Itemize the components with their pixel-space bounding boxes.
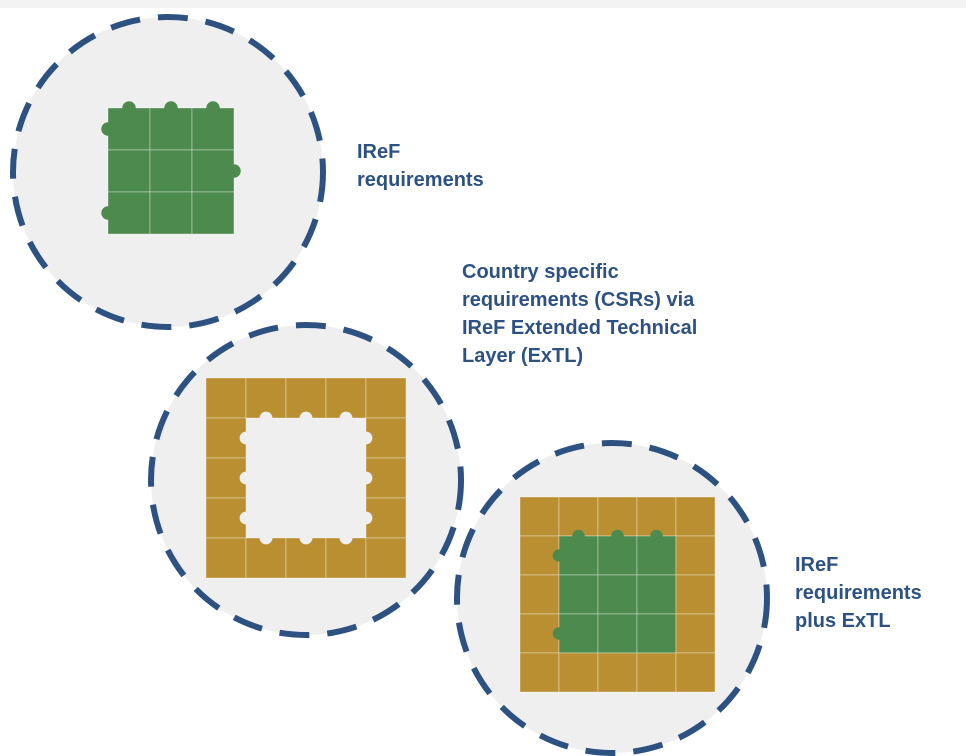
- puzzle-knob: [299, 411, 313, 425]
- puzzle-knob: [101, 206, 115, 220]
- gold-puzzle-piece: [205, 377, 247, 419]
- gold-puzzle-frame: [205, 377, 407, 579]
- gold-puzzle-piece: [205, 537, 247, 579]
- gold-puzzle-piece: [675, 613, 716, 654]
- green-puzzle-piece: [149, 149, 193, 193]
- puzzle-knob: [227, 164, 241, 178]
- green-puzzle-piece: [636, 574, 677, 615]
- gold-puzzle-piece: [519, 613, 560, 654]
- iref-requirements-label: IReF requirements: [357, 141, 484, 191]
- gold-puzzle-piece: [675, 574, 716, 615]
- green-puzzle-piece: [558, 613, 599, 654]
- puzzle-knob: [239, 431, 253, 445]
- csr-circle: [148, 322, 464, 638]
- green-puzzle-piece: [191, 107, 235, 151]
- puzzle-knob: [164, 101, 178, 115]
- green-puzzle-piece: [149, 191, 193, 235]
- puzzle-knob: [359, 431, 373, 445]
- puzzle-knob: [259, 531, 273, 545]
- puzzle-knob: [339, 531, 353, 545]
- green-puzzle-piece: [107, 149, 151, 193]
- green-puzzle-piece: [558, 574, 599, 615]
- puzzle-knob: [101, 122, 115, 136]
- gold-puzzle-piece: [636, 496, 677, 537]
- puzzle-knob: [650, 529, 663, 543]
- green-puzzle-piece: [597, 574, 638, 615]
- top-band: [0, 0, 966, 8]
- puzzle-knob: [206, 101, 220, 115]
- gold-puzzle-piece: [597, 496, 638, 537]
- puzzle-knob: [239, 471, 253, 485]
- gold-puzzle-piece: [558, 652, 599, 693]
- gold-puzzle-piece: [285, 377, 327, 419]
- puzzle-knob: [259, 411, 273, 425]
- gold-puzzle-piece: [365, 537, 407, 579]
- puzzle-knob: [552, 549, 566, 562]
- puzzle-knob: [299, 531, 313, 545]
- gold-puzzle-piece: [519, 496, 560, 537]
- green-puzzle-grid: [101, 101, 241, 235]
- gold-puzzle-piece: [597, 652, 638, 693]
- green-puzzle-piece: [636, 613, 677, 654]
- gold-puzzle-piece: [675, 652, 716, 693]
- iref-plus-extl-label: IReF requirements plus ExTL: [795, 554, 922, 632]
- puzzle-knob: [339, 411, 353, 425]
- green-puzzle-piece: [107, 191, 151, 235]
- csr-extl-label: Country specific requirements (CSRs) via…: [462, 261, 698, 367]
- gold-puzzle-piece: [675, 496, 716, 537]
- green-puzzle-piece: [597, 613, 638, 654]
- gold-puzzle-piece: [365, 377, 407, 419]
- puzzle-knob: [611, 529, 624, 543]
- gold-puzzle-piece: [636, 652, 677, 693]
- puzzle-knob: [552, 627, 566, 640]
- green-puzzle-piece: [191, 191, 235, 235]
- gold-puzzle-piece: [519, 574, 560, 615]
- gold-puzzle-piece: [245, 537, 287, 579]
- green-puzzle-piece: [149, 107, 193, 151]
- gold-puzzle-piece: [325, 377, 367, 419]
- combined-puzzle: [519, 496, 716, 693]
- puzzle-knob: [239, 511, 253, 525]
- puzzle-knob: [572, 529, 585, 543]
- gold-puzzle-piece: [558, 496, 599, 537]
- puzzle-knob: [359, 511, 373, 525]
- puzzle-knob: [122, 101, 136, 115]
- gold-puzzle-piece: [205, 497, 247, 539]
- gold-puzzle-piece: [519, 652, 560, 693]
- puzzle-knob: [359, 471, 373, 485]
- gold-puzzle-piece: [675, 535, 716, 576]
